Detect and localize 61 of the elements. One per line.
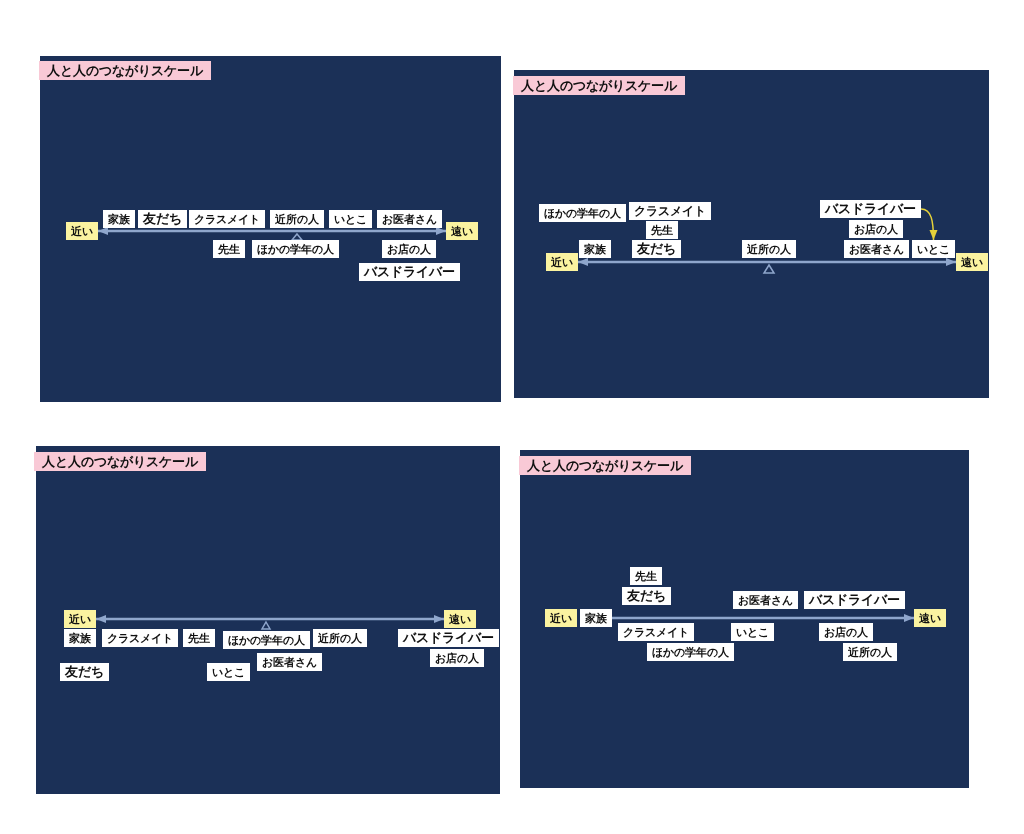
person-card: いとこ [912,240,955,258]
scale-end-label: 遠い [956,253,988,271]
arrow [578,258,956,266]
person-card: お医者さん [257,653,322,671]
title-label: 人と人のつながりスケール [519,456,691,475]
person-card: 家族 [580,609,612,627]
person-card: クラスメイト [102,629,178,647]
person-card: お医者さん [377,210,442,228]
panel-background [520,450,969,788]
person-card: ほかの学年の人 [252,240,339,258]
arrow [96,615,444,623]
person-card: ほかの学年の人 [647,643,734,661]
person-card: 先生 [646,221,678,239]
person-card: 友だち [622,587,671,605]
person-card: バスドライバー [804,591,905,609]
person-card: クラスメイト [189,210,265,228]
person-card: 近所の人 [742,240,796,258]
scale-end-label: 遠い [446,222,478,240]
person-card: クラスメイト [618,623,694,641]
scale-end-label: 近い [64,610,96,628]
arrow [612,614,914,622]
person-card: いとこ [731,623,774,641]
person-card: 家族 [579,240,611,258]
person-card: ほかの学年の人 [223,631,310,649]
person-card: 近所の人 [270,210,324,228]
person-card: 家族 [64,629,96,647]
person-card: いとこ [207,663,250,681]
scale-end-label: 近い [546,253,578,271]
person-card: お店の人 [430,649,484,667]
person-card: いとこ [329,210,372,228]
panel-background [40,56,501,402]
person-card: バスドライバー [398,629,499,647]
person-card: 友だち [60,663,109,681]
person-card: バスドライバー [820,200,921,218]
person-card: 友だち [138,210,187,228]
person-card: お店の人 [849,220,903,238]
person-card: お医者さん [733,591,798,609]
person-card: お店の人 [819,623,873,641]
panel-background [36,446,500,794]
person-card: 先生 [183,629,215,647]
person-card: お医者さん [844,240,909,258]
person-card: 先生 [630,567,662,585]
person-card: バスドライバー [359,263,460,281]
title-label: 人と人のつながりスケール [34,452,206,471]
person-card: 友だち [632,240,681,258]
title-label: 人と人のつながりスケール [513,76,685,95]
scale-end-label: 近い [66,222,98,240]
panel-background [514,70,989,398]
person-card: お店の人 [382,240,436,258]
scale-end-label: 近い [545,609,577,627]
person-card: 家族 [103,210,135,228]
title-label: 人と人のつながりスケール [39,61,211,80]
arrow [98,227,446,235]
person-card: クラスメイト [629,202,711,220]
person-card: 近所の人 [313,629,367,647]
person-card: 先生 [213,240,245,258]
scale-end-label: 遠い [914,609,946,627]
person-card: ほかの学年の人 [539,204,626,222]
arrow [920,208,938,241]
person-card: 近所の人 [843,643,897,661]
scale-end-label: 遠い [444,610,476,628]
